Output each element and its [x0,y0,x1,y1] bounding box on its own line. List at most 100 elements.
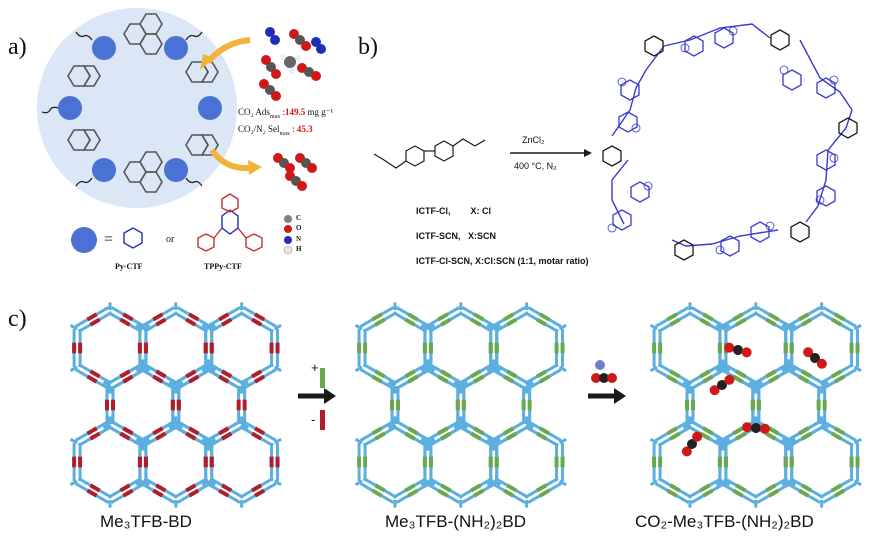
linker-segment [188,426,200,436]
linker-segment [768,374,780,384]
linker-segment [765,431,777,441]
linker-segment [732,488,744,498]
vertex-spike [722,323,731,331]
vertex-spike [722,365,731,373]
linker-segment [503,488,515,498]
linker-segment [669,317,681,327]
tppy-structure [197,193,263,252]
linker-segment [732,426,744,436]
vertex-spike [69,365,78,373]
vertex-spike [853,365,862,373]
vertex-spike [787,479,797,487]
linker-segment [253,374,266,384]
linker-segment [221,483,233,493]
linker-segment [768,488,780,498]
vertex-spike [387,422,396,430]
linker-segment [801,483,813,493]
co2-ads-unit: mg g⁻¹ [307,107,334,117]
pore-halo [37,8,237,208]
vertex-spike [102,422,111,430]
reaction-arrowhead [584,149,592,157]
linker-segment [768,312,780,322]
linker-segment [666,312,678,322]
vertex-spike [135,479,144,487]
linker-segment [155,369,167,379]
vertex-spike [558,479,567,487]
linker-segment [89,483,101,493]
linker-segment [374,483,386,493]
linker-segment [765,483,777,493]
triazine-structure [123,227,143,249]
gas-out-arrowhead [248,160,262,175]
linker-segment [735,317,747,327]
vertex-spike [240,422,249,430]
linker-segment [218,488,230,498]
linker-segment [473,488,485,498]
vertex-spike [420,479,429,487]
linker-segment [185,369,197,379]
linker-segment [440,431,452,441]
linker-segment [830,483,843,493]
linker-segment [830,317,843,327]
linker-segment [506,369,518,379]
vertex-spike [135,437,144,445]
linker-segment [437,312,449,322]
linker-segment [470,483,482,493]
framework-co2-loaded [649,302,862,508]
linker-segment [407,426,419,436]
linker-segment [798,426,810,436]
linker-segment [188,374,200,384]
linker-segment [188,312,200,322]
vertex-spike [781,479,790,487]
linker-segment [538,374,551,384]
vertex-spike [207,323,217,331]
linker-segment [221,431,233,441]
vertex-spike [201,365,210,373]
vertex-spike [715,323,724,331]
linker-segment [473,312,485,322]
linker-segment [119,431,131,441]
linker-segment [89,431,101,441]
vertex-spike [682,422,691,430]
vertex-spike [201,323,210,331]
linker-segment [119,369,131,379]
caption-bd: Me₃TFB-BD [100,512,192,531]
linker-segment [669,483,681,493]
linker-segment [538,426,551,436]
py-ctf-label: Py-CTF [115,262,143,271]
caption-co2-loaded: CO₂-Me₃TFB-(NH₂)₂BD [635,512,814,531]
linker-segment [503,426,515,436]
vertex-spike [781,365,790,373]
vertex-spike [273,479,282,487]
vertex-spike [427,437,436,445]
linker-segment [538,488,551,498]
vertex-spike [207,437,217,445]
linker-segment [732,312,744,322]
vertex-spike [142,365,151,373]
linker-segment [765,369,777,379]
linker-segment [470,369,482,379]
co2-ads-value: 149.5 [285,107,306,117]
vertex-spike [486,437,495,445]
vertex-spike [558,437,567,445]
linker-segment [152,488,164,498]
gas-molecules-in [259,27,326,101]
linker-segment [371,312,383,322]
linker-segment [669,369,681,379]
green-linker-icon [320,368,325,388]
panel-c-label: c) [8,306,27,332]
vertex-spike [420,323,429,331]
product-3: ICTF-Cl-SCN, X:Cl:SCN (1:1, motar ratio) [416,256,589,266]
red-linker-icon [320,410,325,430]
triazine-node [164,158,188,182]
vertex-spike [69,437,78,445]
vertex-spike [715,479,724,487]
linker-segment [218,374,230,384]
linker-segment [122,426,134,436]
linker-segment [833,374,846,384]
equals-sign: = [104,231,114,248]
linker-segment [765,317,777,327]
linker-segment [250,369,263,379]
tppy-ctf-label: TPPy-CTF [204,262,242,271]
vertex-spike [649,437,658,445]
